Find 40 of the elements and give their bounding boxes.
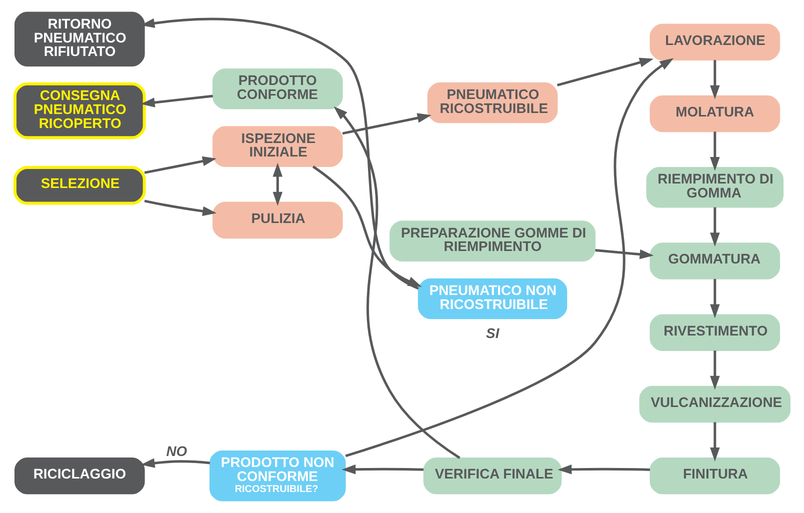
arrow: [557, 464, 650, 474]
node-box: VERIFICA FINALE: [422, 457, 562, 494]
arrow: [272, 162, 282, 206]
arrow: [594, 249, 654, 260]
arrow: [556, 58, 654, 86]
arrow: [144, 156, 216, 174]
node-box: PREPARAZIONE GOMME DI RIEMPIMENTO: [389, 220, 596, 262]
arrow: [710, 350, 720, 390]
node-box: PRODOTTO CONFORME: [212, 68, 342, 110]
arrow: [710, 422, 720, 462]
arrow: [710, 278, 720, 318]
node-box: RITORNO PNEUMATICO RIFIUTATO: [14, 12, 144, 66]
node-box: RICICLAGGIO: [14, 457, 144, 494]
arrow: [344, 58, 674, 458]
arrow: [140, 94, 212, 108]
node-box: CONSEGNA PNEUMATICO RICOPERTO: [12, 82, 146, 140]
arrow: [333, 106, 460, 459]
node-box: RIVESTIMENTO: [649, 314, 780, 352]
node-box: MOLATURA: [649, 95, 780, 132]
node-box: LAVORAZIONE: [649, 24, 780, 60]
arrow: [140, 18, 418, 290]
arrow: [710, 132, 720, 171]
node-box: ISPEZIONE INIZIALE: [212, 126, 342, 167]
node-box: FINITURA: [649, 457, 780, 494]
node-box: SELEZIONE: [12, 166, 146, 205]
arrow: [341, 464, 424, 474]
node-box: PRODOTTO NON CONFORME RICOSTRUIBILE?: [208, 450, 346, 502]
edge-label: NO: [166, 443, 187, 460]
arrow: [710, 60, 720, 100]
arrow: [140, 458, 210, 468]
arrow: [144, 200, 216, 216]
node-box: PULIZIA: [212, 202, 342, 239]
node-box: GOMMATURA: [649, 242, 780, 280]
node-box: VULCANIZZAZIONE: [638, 386, 790, 423]
node-box: RIEMPIMENTO DI GOMMA: [646, 166, 784, 208]
arrow: [710, 207, 720, 247]
edge-label: SI: [486, 324, 499, 341]
node-box: PNEUMATICO NON RICOSTRUIBILE: [417, 278, 567, 320]
arrow: [342, 113, 431, 135]
node-box: PNEUMATICO RICOSTRUIBILE: [426, 82, 558, 124]
